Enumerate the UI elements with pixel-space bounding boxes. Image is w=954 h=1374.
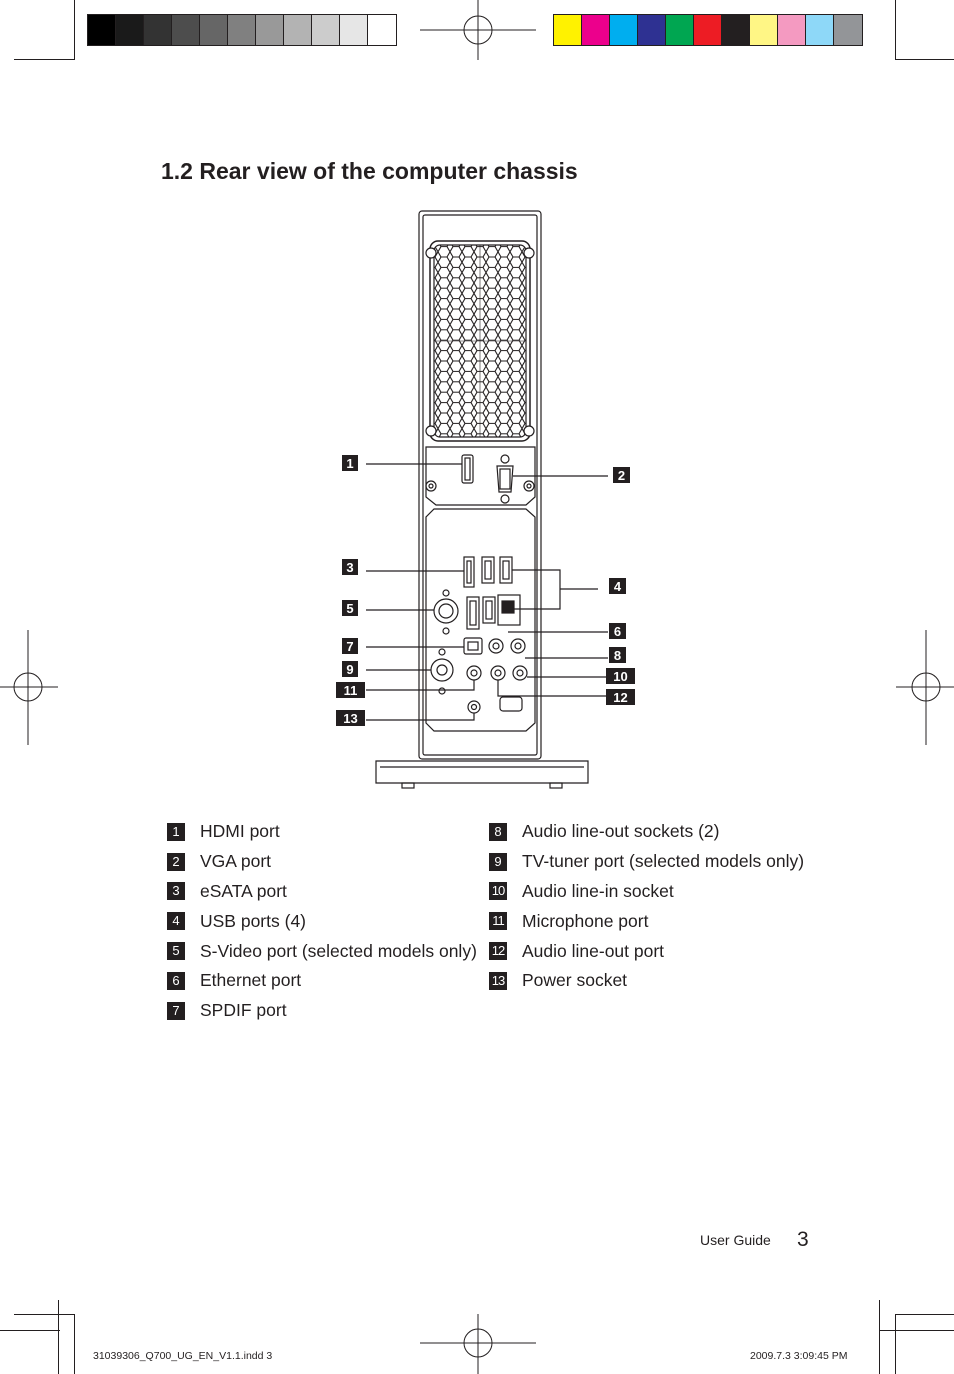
legend-item: 8 Audio line-out sockets (2) (489, 817, 804, 847)
legend-item: 10 Audio line-in socket (489, 877, 804, 907)
legend-number: 11 (489, 912, 507, 931)
svg-text:4: 4 (614, 579, 622, 594)
svg-text:5: 5 (346, 601, 353, 616)
page-number: 3 (797, 1228, 809, 1251)
legend-number: 3 (167, 882, 185, 901)
legend-item: 13 Power socket (489, 966, 804, 996)
callout-3: 3 (342, 559, 358, 575)
legend-number: 5 (167, 942, 185, 961)
legend-label: VGA port (200, 851, 272, 872)
svg-text:9: 9 (346, 662, 353, 677)
color-swatch (172, 15, 200, 45)
callout-10: 10 (606, 668, 635, 684)
legend-item: 12 Audio line-out port (489, 936, 804, 966)
legend-number: 4 (167, 912, 185, 931)
color-swatch (200, 15, 228, 45)
legend-number: 6 (167, 971, 185, 990)
legend-label: Ethernet port (200, 970, 302, 991)
callout-11: 11 (336, 682, 365, 698)
svg-text:12: 12 (613, 690, 627, 705)
color-swatch (806, 15, 834, 45)
legend-label: S-Video port (selected models only) (200, 940, 477, 961)
legend-label: HDMI port (200, 821, 280, 842)
legend-label: Audio line-out port (522, 940, 665, 961)
legend-label: Power socket (522, 970, 628, 991)
legend-item: 11 Microphone port (489, 906, 804, 936)
legend-label: USB ports (4) (200, 910, 306, 931)
callout-8: 8 (609, 647, 626, 663)
color-swatch (582, 15, 610, 45)
slug-filename: 31039306_Q700_UG_EN_V1.1.indd 3 (93, 1350, 273, 1362)
svg-text:1: 1 (346, 456, 353, 471)
svg-text:13: 13 (343, 711, 357, 726)
color-swatch (554, 15, 582, 45)
legend-number: 9 (489, 852, 507, 871)
legend-number: 7 (167, 1001, 185, 1020)
legend-item: 9 TV-tuner port (selected models only) (489, 847, 804, 877)
color-swatch (778, 15, 806, 45)
callout-1: 1 (342, 455, 358, 471)
svg-text:6: 6 (614, 624, 621, 639)
callout-7: 7 (342, 638, 358, 654)
page-title: 1.2 Rear view of the computer chassis (161, 158, 578, 184)
legend-number: 10 (489, 882, 507, 901)
color-swatch (116, 15, 144, 45)
grayscale-bar (87, 14, 397, 46)
legend-number: 1 (167, 822, 185, 841)
legend-left: 1 HDMI port 2 VGA port 3 eSATA port 4 USB po… (167, 817, 477, 1026)
callout-13: 13 (336, 710, 365, 726)
legend-item: 7 SPDIF port (167, 996, 477, 1026)
chassis-rear-diagram: 1 2 3 4 5 6 7 8 9 10 11 12 13 (336, 210, 635, 789)
legend-item: 2 VGA port (167, 847, 477, 877)
callout-4: 4 (609, 578, 626, 594)
svg-text:2: 2 (618, 468, 625, 483)
legend-right: 8 Audio line-out sockets (2) 9 TV-tuner po… (489, 817, 804, 996)
callout-9: 9 (342, 661, 358, 677)
svg-text:11: 11 (344, 683, 358, 698)
callout-5: 5 (342, 600, 358, 616)
legend-label: Audio line-out sockets (2) (522, 821, 720, 842)
callout-2: 2 (613, 467, 630, 483)
legend-number: 12 (489, 942, 507, 961)
legend-number: 8 (489, 822, 507, 841)
color-swatch (88, 15, 116, 45)
legend-label: Microphone port (522, 910, 649, 931)
color-swatch (834, 15, 862, 45)
color-swatch (284, 15, 312, 45)
color-swatch (666, 15, 694, 45)
svg-text:7: 7 (346, 639, 353, 654)
callout-6: 6 (609, 623, 626, 639)
legend-label: SPDIF port (200, 1000, 287, 1021)
legend-item: 4 USB ports (4) (167, 906, 477, 936)
color-bar (553, 14, 863, 46)
color-swatch (722, 15, 750, 45)
color-swatch (694, 15, 722, 45)
svg-text:3: 3 (346, 560, 353, 575)
svg-text:8: 8 (614, 648, 621, 663)
slug-timestamp: 2009.7.3 3:09:45 PM (750, 1350, 848, 1362)
color-swatch (144, 15, 172, 45)
legend-label: TV-tuner port (selected models only) (522, 851, 805, 872)
color-swatch (228, 15, 256, 45)
legend-number: 2 (167, 852, 185, 871)
legend-item: 5 S-Video port (selected models only) (167, 936, 477, 966)
color-swatch (368, 15, 396, 45)
callout-12: 12 (606, 689, 635, 705)
svg-text:10: 10 (613, 669, 627, 684)
legend-item: 6 Ethernet port (167, 966, 477, 996)
color-swatch (750, 15, 778, 45)
legend-label: Audio line-in socket (522, 880, 674, 901)
legend-label: eSATA port (200, 880, 287, 901)
footer-label: User Guide (700, 1232, 771, 1248)
color-swatch (638, 15, 666, 45)
color-swatch (610, 15, 638, 45)
legend-item: 3 eSATA port (167, 877, 477, 907)
legend-item: 1 HDMI port (167, 817, 477, 847)
legend-number: 13 (489, 971, 507, 990)
color-swatch (340, 15, 368, 45)
color-swatch (312, 15, 340, 45)
color-swatch (256, 15, 284, 45)
